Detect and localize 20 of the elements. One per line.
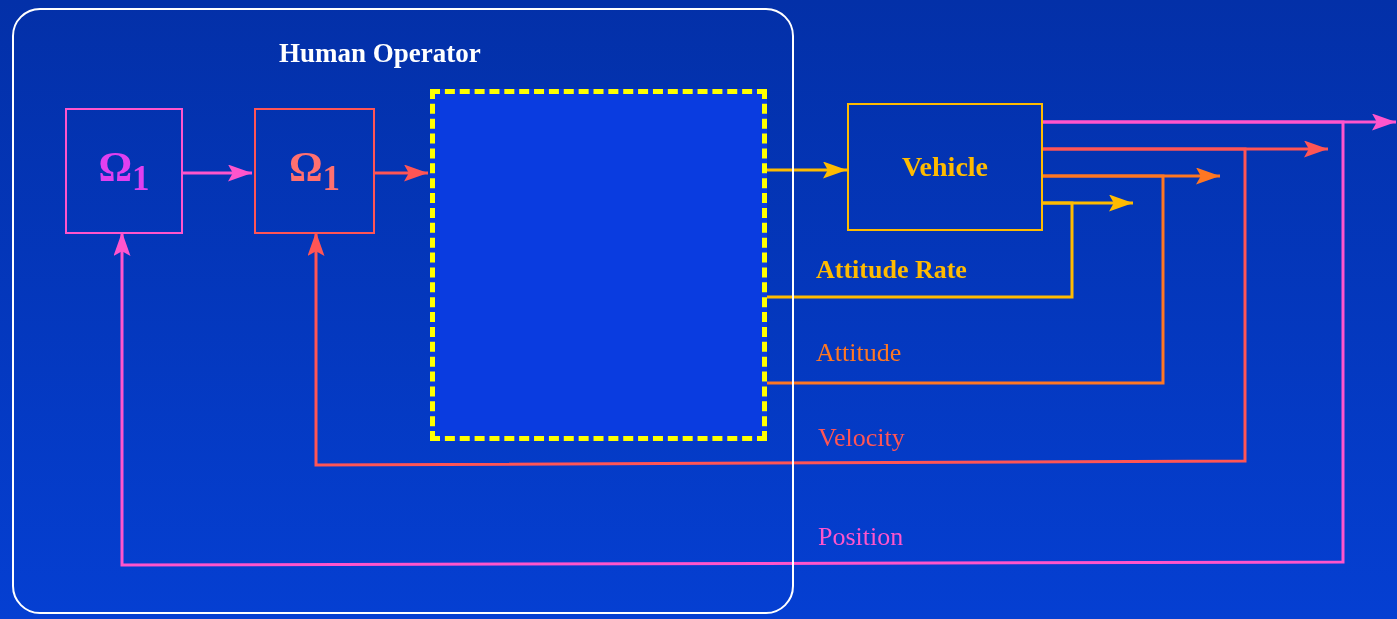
- connector-line: [765, 201, 1074, 299]
- transfer-block: [65, 108, 183, 234]
- edge-label: Attitude Rate: [816, 257, 967, 283]
- process-box: [847, 103, 1043, 231]
- block-label: Ω$_{1}$: [98, 145, 150, 197]
- arrow: [181, 164, 252, 182]
- block-label: Vehicle: [901, 153, 989, 181]
- group-title: Human Operator: [279, 40, 481, 67]
- arrow: [113, 120, 1345, 567]
- edge-label: Velocity: [818, 425, 905, 451]
- arrow: [307, 147, 1247, 467]
- transfer-block: [254, 108, 375, 234]
- arrow: [765, 161, 847, 179]
- group-box: [12, 8, 794, 614]
- dashed-box: [430, 89, 767, 441]
- block-label: Ω$_{1}$: [288, 145, 341, 197]
- edge-label: Position: [818, 524, 904, 550]
- connector-line: [765, 174, 1165, 385]
- edge-label: Attitude: [816, 340, 902, 366]
- arrow: [373, 164, 428, 182]
